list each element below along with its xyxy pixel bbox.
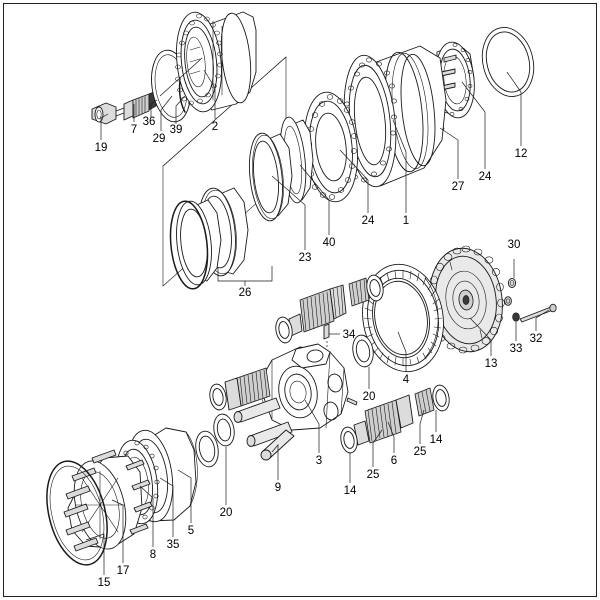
callout-40: 40 bbox=[323, 237, 336, 249]
callout-3: 3 bbox=[316, 455, 322, 467]
callout-20: 20 bbox=[363, 391, 376, 403]
part-pin-small bbox=[346, 397, 358, 406]
callout-34: 34 bbox=[343, 329, 356, 341]
callout-20b: 20 bbox=[220, 507, 233, 519]
part-34-roll-pin bbox=[323, 323, 330, 348]
callout-29: 29 bbox=[153, 133, 166, 145]
callout-19: 19 bbox=[95, 142, 108, 154]
part-17-wheel-hub-studs bbox=[63, 449, 153, 552]
assembly-main-housing bbox=[169, 27, 535, 290]
callout-2: 2 bbox=[212, 121, 218, 133]
callout-1: 1 bbox=[403, 215, 409, 227]
part-12-o-ring bbox=[481, 27, 535, 97]
callout-12: 12 bbox=[515, 148, 528, 160]
assembly-wheel-hub bbox=[46, 413, 235, 566]
part-20b-thrust-washer bbox=[213, 413, 235, 447]
callout-4: 4 bbox=[403, 374, 410, 386]
leader-lines bbox=[85, 57, 550, 575]
callout-26: 26 bbox=[239, 287, 252, 299]
callout-24: 24 bbox=[479, 171, 492, 183]
part-32-long-bolt bbox=[519, 303, 557, 323]
callout-numbers: 19 7 36 29 39 2 12 24 27 1 24 40 23 26 3… bbox=[95, 116, 543, 589]
part-6-planet-gear-left bbox=[209, 367, 271, 411]
callout-25b: 25 bbox=[414, 446, 427, 458]
callout-27: 27 bbox=[452, 181, 465, 193]
part-1-main-housing bbox=[342, 45, 447, 188]
part-9-planet-shafts bbox=[233, 397, 295, 461]
callout-15: 15 bbox=[98, 577, 111, 589]
part-33-ball-pin bbox=[512, 312, 520, 322]
callout-24b: 24 bbox=[362, 215, 375, 227]
part-24b-ball-bearing bbox=[304, 91, 358, 203]
callout-6: 6 bbox=[391, 455, 397, 467]
part-20-thrust-washer bbox=[352, 334, 374, 368]
callout-17: 17 bbox=[117, 565, 130, 577]
assembly-hub-housing bbox=[91, 11, 257, 125]
part-30-screw-plug bbox=[507, 277, 517, 289]
callout-8: 8 bbox=[150, 549, 156, 561]
callout-5: 5 bbox=[188, 525, 194, 537]
callout-9: 9 bbox=[275, 482, 281, 494]
callout-14b: 14 bbox=[430, 434, 443, 446]
part-23-seal-ring-large bbox=[248, 132, 293, 222]
callout-7: 7 bbox=[131, 124, 137, 136]
callout-39: 39 bbox=[170, 124, 183, 136]
part-2-hub-housing bbox=[175, 11, 257, 113]
part-19-plug-cap bbox=[91, 102, 117, 125]
callout-14: 14 bbox=[344, 485, 357, 497]
callout-35: 35 bbox=[167, 539, 180, 551]
page-border bbox=[3, 3, 597, 597]
callout-36: 36 bbox=[143, 116, 156, 128]
assembly-gear-set bbox=[352, 245, 557, 373]
part-7-threaded-fitting bbox=[123, 88, 162, 121]
part-3-planet-carrier bbox=[260, 343, 349, 431]
callout-25: 25 bbox=[367, 469, 380, 481]
callout-33: 33 bbox=[510, 343, 523, 355]
part-20c-thrust-washer bbox=[195, 430, 219, 468]
part-15-o-ring-hub bbox=[46, 460, 108, 566]
callout-13: 13 bbox=[485, 358, 498, 370]
part-6-planet-gear-top bbox=[275, 274, 384, 344]
part-30b-screw-plug bbox=[504, 296, 512, 306]
callout-32: 32 bbox=[530, 333, 543, 345]
part-26-floating-seal-kit bbox=[169, 187, 249, 290]
assembly-planet-carrier bbox=[209, 274, 450, 461]
callout-30: 30 bbox=[508, 239, 521, 251]
callout-23: 23 bbox=[299, 252, 312, 264]
